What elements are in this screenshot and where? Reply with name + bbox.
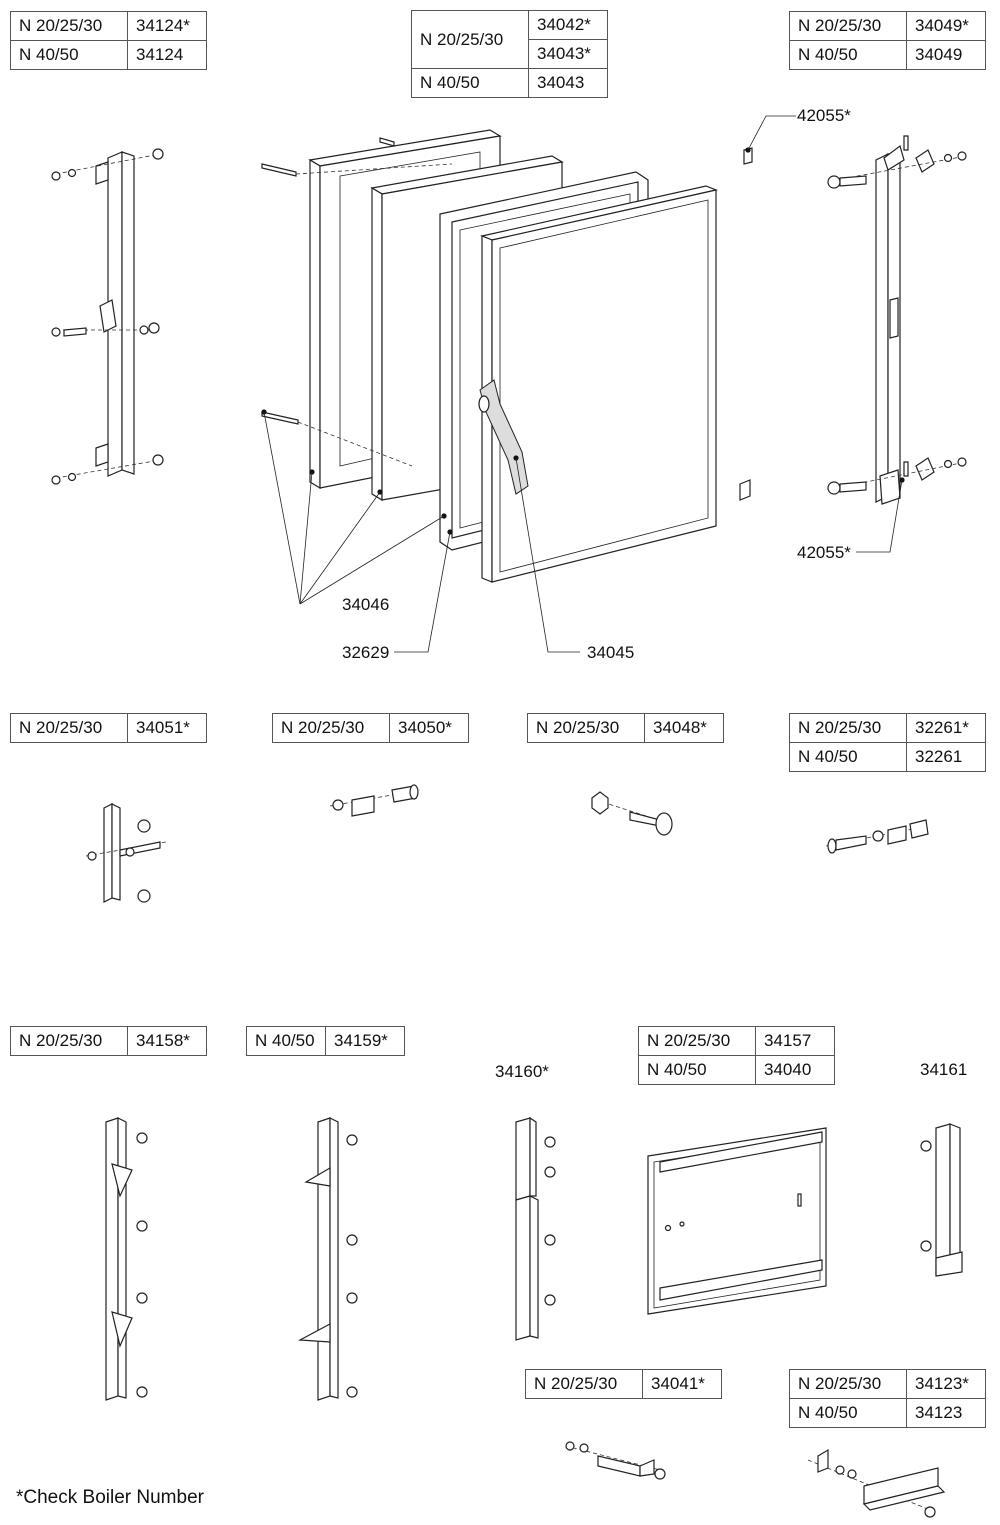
part-cell: 34051* (127, 713, 207, 743)
part-34158-strip (105, 1117, 148, 1401)
callout-34160: 34160* (495, 1062, 549, 1081)
door-assembly (261, 129, 719, 653)
part-cell: 34159* (325, 1026, 405, 1056)
model-cell: N 40/50 (638, 1055, 756, 1085)
part-cell: 34157 (755, 1026, 835, 1056)
model-cell: N 20/25/30 (525, 1369, 643, 1399)
model-cell: N 20/25/30 (10, 11, 128, 41)
model-cell: N 40/50 (789, 1398, 907, 1428)
model-cell: N 20/25/30 (272, 713, 390, 743)
part-cell: 34043* (528, 39, 608, 69)
part-cell: 34041* (642, 1369, 722, 1399)
model-cell: N 40/50 (789, 40, 907, 70)
part-cell: 34124 (127, 40, 207, 70)
model-cell: N 20/25/30 (411, 10, 529, 69)
part-cell: 32261* (906, 713, 986, 743)
part-34159-strip (297, 1117, 358, 1401)
part-cell: 34158* (127, 1026, 207, 1056)
part-32261-bolt (825, 819, 929, 854)
callout-34046: 34046 (342, 595, 390, 614)
model-cell: N 20/25/30 (789, 1369, 907, 1399)
part-cell: 34048* (644, 713, 724, 743)
part-cell: 34049 (906, 40, 986, 70)
callout-34045: 34045 (587, 643, 635, 662)
callout-42055-top: 42055* (797, 106, 851, 125)
part-cell: 34050* (389, 713, 469, 743)
part-34048-eye-bolt (591, 791, 673, 836)
part-cell: 34043 (528, 68, 608, 98)
part-34050-bolt (329, 784, 421, 817)
model-cell: N 20/25/30 (527, 713, 645, 743)
hinge-bracket-right (739, 115, 967, 553)
callout-32629: 32629 (342, 643, 390, 662)
model-cell: N 20/25/30 (789, 713, 907, 743)
footnote: *Check Boiler Number (16, 1487, 204, 1508)
part-cell: 34124* (127, 11, 207, 41)
model-cell: N 20/25/30 (638, 1026, 756, 1056)
part-34160-strip (515, 1116, 556, 1341)
callout-42055-bottom: 42055* (797, 543, 851, 562)
part-34041-angle (565, 1441, 666, 1480)
part-cell: 32261 (906, 742, 986, 772)
part-34161-bracket (920, 1123, 963, 1277)
model-cell: N 20/25/30 (789, 11, 907, 41)
hinge-bracket-left (51, 148, 164, 485)
model-cell: N 20/25/30 (10, 713, 128, 743)
model-cell: N 40/50 (10, 40, 128, 70)
model-cell: N 40/50 (789, 742, 907, 772)
part-34051-bracket (85, 803, 167, 903)
part-34123-angle (807, 1448, 946, 1518)
model-cell: N 40/50 (411, 68, 529, 98)
model-cell: N 20/25/30 (10, 1026, 128, 1056)
model-cell: N 40/50 (246, 1026, 326, 1056)
part-cell: 34049* (906, 11, 986, 41)
part-cell: 34123 (906, 1398, 986, 1428)
part-cell: 34042* (528, 10, 608, 40)
part-cell: 34123* (906, 1369, 986, 1399)
part-34157-plate (647, 1127, 827, 1315)
callout-34161: 34161 (920, 1060, 968, 1079)
part-cell: 34040 (755, 1055, 835, 1085)
